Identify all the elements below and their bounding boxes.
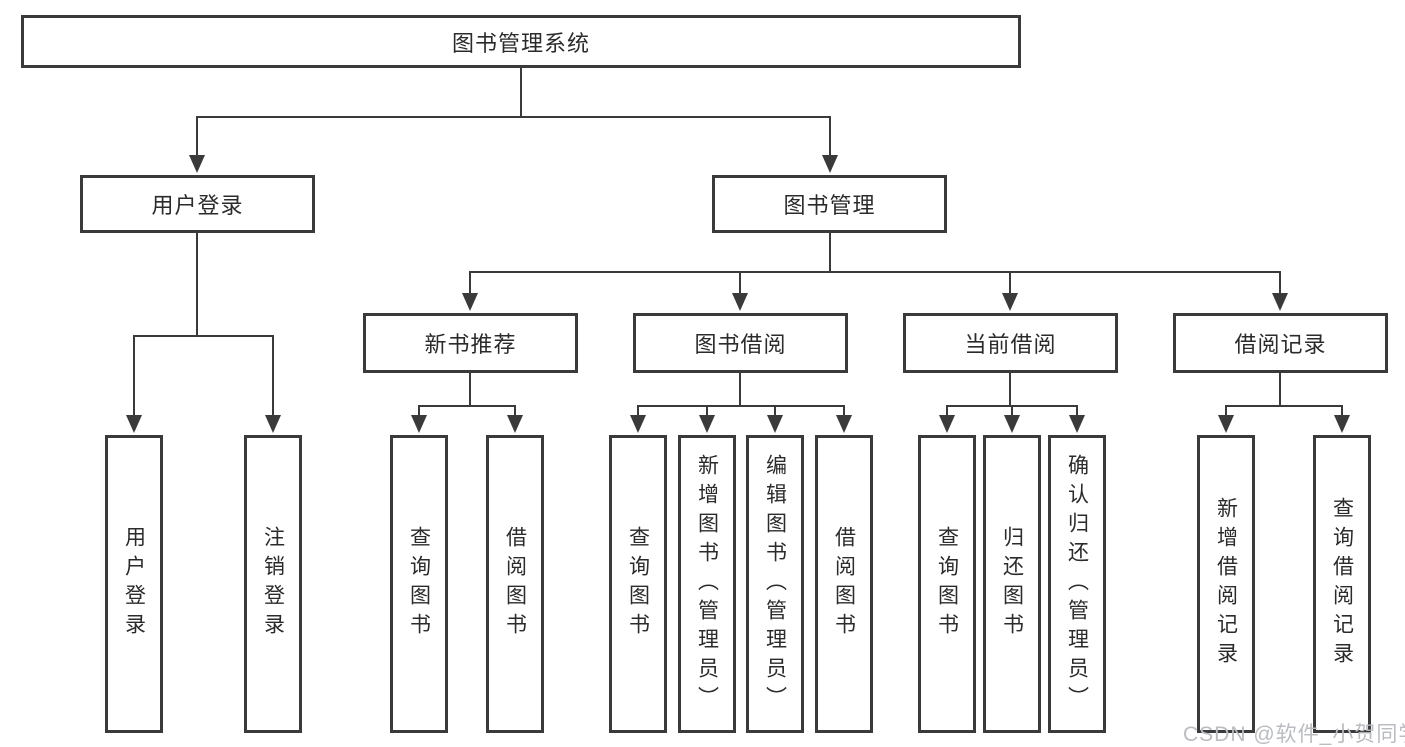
arrowhead-borrow-records bbox=[1272, 293, 1288, 311]
leaf-query-books-recommend: 查询图书 bbox=[390, 435, 448, 733]
leaf-borrow-books: 借阅图书 bbox=[815, 435, 873, 733]
arrowhead-user-login bbox=[189, 155, 205, 173]
connector-root-drop bbox=[520, 68, 522, 118]
arrowhead-leaf-add-record bbox=[1218, 415, 1234, 433]
connector-to-leaf-add-book bbox=[706, 405, 708, 417]
leaf-borrow-books-recommend: 借阅图书 bbox=[486, 435, 544, 733]
leaf-return-books: 归还图书 bbox=[983, 435, 1041, 733]
leaf-add-book-admin: 新增图书（管理员） bbox=[678, 435, 736, 733]
connector-user-login-drop bbox=[196, 233, 198, 337]
arrowhead-leaf-query-record bbox=[1334, 415, 1350, 433]
connector-root-split bbox=[196, 116, 831, 118]
node-current-borrow-label: 当前借阅 bbox=[964, 332, 1057, 357]
node-book-borrow: 图书借阅 bbox=[633, 313, 848, 373]
arrowhead-current-borrow bbox=[1002, 293, 1018, 311]
connector-to-leaf-query-recommend bbox=[418, 405, 420, 417]
arrowhead-leaf-query-current bbox=[939, 415, 955, 433]
arrowhead-book-borrow bbox=[732, 293, 748, 311]
connector-to-leaf-add-record bbox=[1225, 405, 1227, 417]
node-book-management: 图书管理 bbox=[712, 175, 947, 233]
arrowhead-leaf-query-borrow bbox=[630, 415, 646, 433]
leaf-edit-book-admin: 编辑图书（管理员） bbox=[746, 435, 804, 733]
arrowhead-leaf-confirm-return bbox=[1069, 415, 1085, 433]
connector-to-borrow-records bbox=[1279, 271, 1281, 296]
connector-to-leaf-query-record bbox=[1341, 405, 1343, 417]
arrowhead-leaf-edit-book bbox=[767, 415, 783, 433]
connector-to-leaf-query-current bbox=[946, 405, 948, 417]
connector-to-leaf-query-borrow bbox=[637, 405, 639, 417]
connector-to-new-book-recommend bbox=[469, 271, 471, 296]
connector-to-leaf-confirm-return bbox=[1076, 405, 1078, 417]
leaf-logout-label: 注销登录 bbox=[261, 526, 285, 642]
connector-recommend-split bbox=[418, 405, 516, 407]
leaf-query-borrow-record-label: 查询借阅记录 bbox=[1330, 497, 1354, 671]
leaf-confirm-return-admin-label: 确认归还（管理员） bbox=[1065, 453, 1089, 715]
connector-records-drop bbox=[1279, 373, 1281, 407]
node-user-login-label: 用户登录 bbox=[151, 193, 244, 218]
connector-to-leaf-logout bbox=[272, 335, 274, 417]
node-current-borrow: 当前借阅 bbox=[903, 313, 1118, 373]
node-root: 图书管理系统 bbox=[21, 15, 1021, 68]
leaf-user-login: 用户登录 bbox=[105, 435, 163, 733]
arrowhead-leaf-user-login bbox=[126, 415, 142, 433]
connector-to-leaf-edit-book bbox=[774, 405, 776, 417]
leaf-edit-book-admin-label: 编辑图书（管理员） bbox=[763, 453, 787, 715]
leaf-add-borrow-record: 新增借阅记录 bbox=[1197, 435, 1255, 733]
leaf-query-borrow-record: 查询借阅记录 bbox=[1313, 435, 1371, 733]
leaf-borrow-books-label: 借阅图书 bbox=[832, 526, 856, 642]
node-book-management-label: 图书管理 bbox=[783, 193, 876, 218]
arrowhead-leaf-return bbox=[1004, 415, 1020, 433]
arrowhead-leaf-add-book bbox=[699, 415, 715, 433]
node-book-borrow-label: 图书借阅 bbox=[694, 332, 787, 357]
leaf-user-login-label: 用户登录 bbox=[122, 526, 146, 642]
connector-to-leaf-user-login bbox=[133, 335, 135, 417]
leaf-borrow-books-recommend-label: 借阅图书 bbox=[503, 526, 527, 642]
node-user-login: 用户登录 bbox=[80, 175, 315, 233]
node-new-book-recommend: 新书推荐 bbox=[363, 313, 578, 373]
connector-user-login-split bbox=[133, 335, 274, 337]
connector-to-leaf-borrow-books bbox=[843, 405, 845, 417]
leaf-return-books-label: 归还图书 bbox=[1000, 526, 1024, 642]
arrowhead-book-management bbox=[822, 155, 838, 173]
connector-book-borrow-drop bbox=[739, 373, 741, 407]
node-borrow-records: 借阅记录 bbox=[1173, 313, 1388, 373]
arrowhead-new-book-recommend bbox=[462, 293, 478, 311]
leaf-query-books-current: 查询图书 bbox=[918, 435, 976, 733]
arrowhead-leaf-borrow-recommend bbox=[507, 415, 523, 433]
arrowhead-leaf-logout bbox=[265, 415, 281, 433]
leaf-query-books-borrow: 查询图书 bbox=[609, 435, 667, 733]
connector-book-management-split bbox=[469, 271, 1281, 273]
connector-to-leaf-return bbox=[1011, 405, 1013, 417]
arrowhead-leaf-borrow-books bbox=[836, 415, 852, 433]
leaf-add-book-admin-label: 新增图书（管理员） bbox=[695, 453, 719, 715]
leaf-add-borrow-record-label: 新增借阅记录 bbox=[1214, 497, 1238, 671]
leaf-query-books-borrow-label: 查询图书 bbox=[626, 526, 650, 642]
connector-current-drop bbox=[1009, 373, 1011, 407]
connector-book-management-drop bbox=[829, 233, 831, 273]
connector-book-borrow-split bbox=[637, 405, 845, 407]
connector-to-user-login bbox=[196, 116, 198, 158]
leaf-confirm-return-admin: 确认归还（管理员） bbox=[1048, 435, 1106, 733]
leaf-query-books-recommend-label: 查询图书 bbox=[407, 526, 431, 642]
arrowhead-leaf-query-recommend bbox=[411, 415, 427, 433]
watermark: CSDN @软件_小贺同学 bbox=[1183, 723, 1405, 746]
leaf-logout: 注销登录 bbox=[244, 435, 302, 733]
connector-recommend-drop bbox=[469, 373, 471, 407]
node-borrow-records-label: 借阅记录 bbox=[1234, 332, 1327, 357]
connector-to-book-borrow bbox=[739, 271, 741, 296]
connector-to-book-management bbox=[829, 116, 831, 158]
connector-to-leaf-borrow-recommend bbox=[514, 405, 516, 417]
leaf-query-books-current-label: 查询图书 bbox=[935, 526, 959, 642]
node-root-label: 图书管理系统 bbox=[451, 30, 590, 56]
node-new-book-recommend-label: 新书推荐 bbox=[424, 332, 517, 357]
connector-records-split bbox=[1225, 405, 1343, 407]
connector-to-current-borrow bbox=[1009, 271, 1011, 296]
